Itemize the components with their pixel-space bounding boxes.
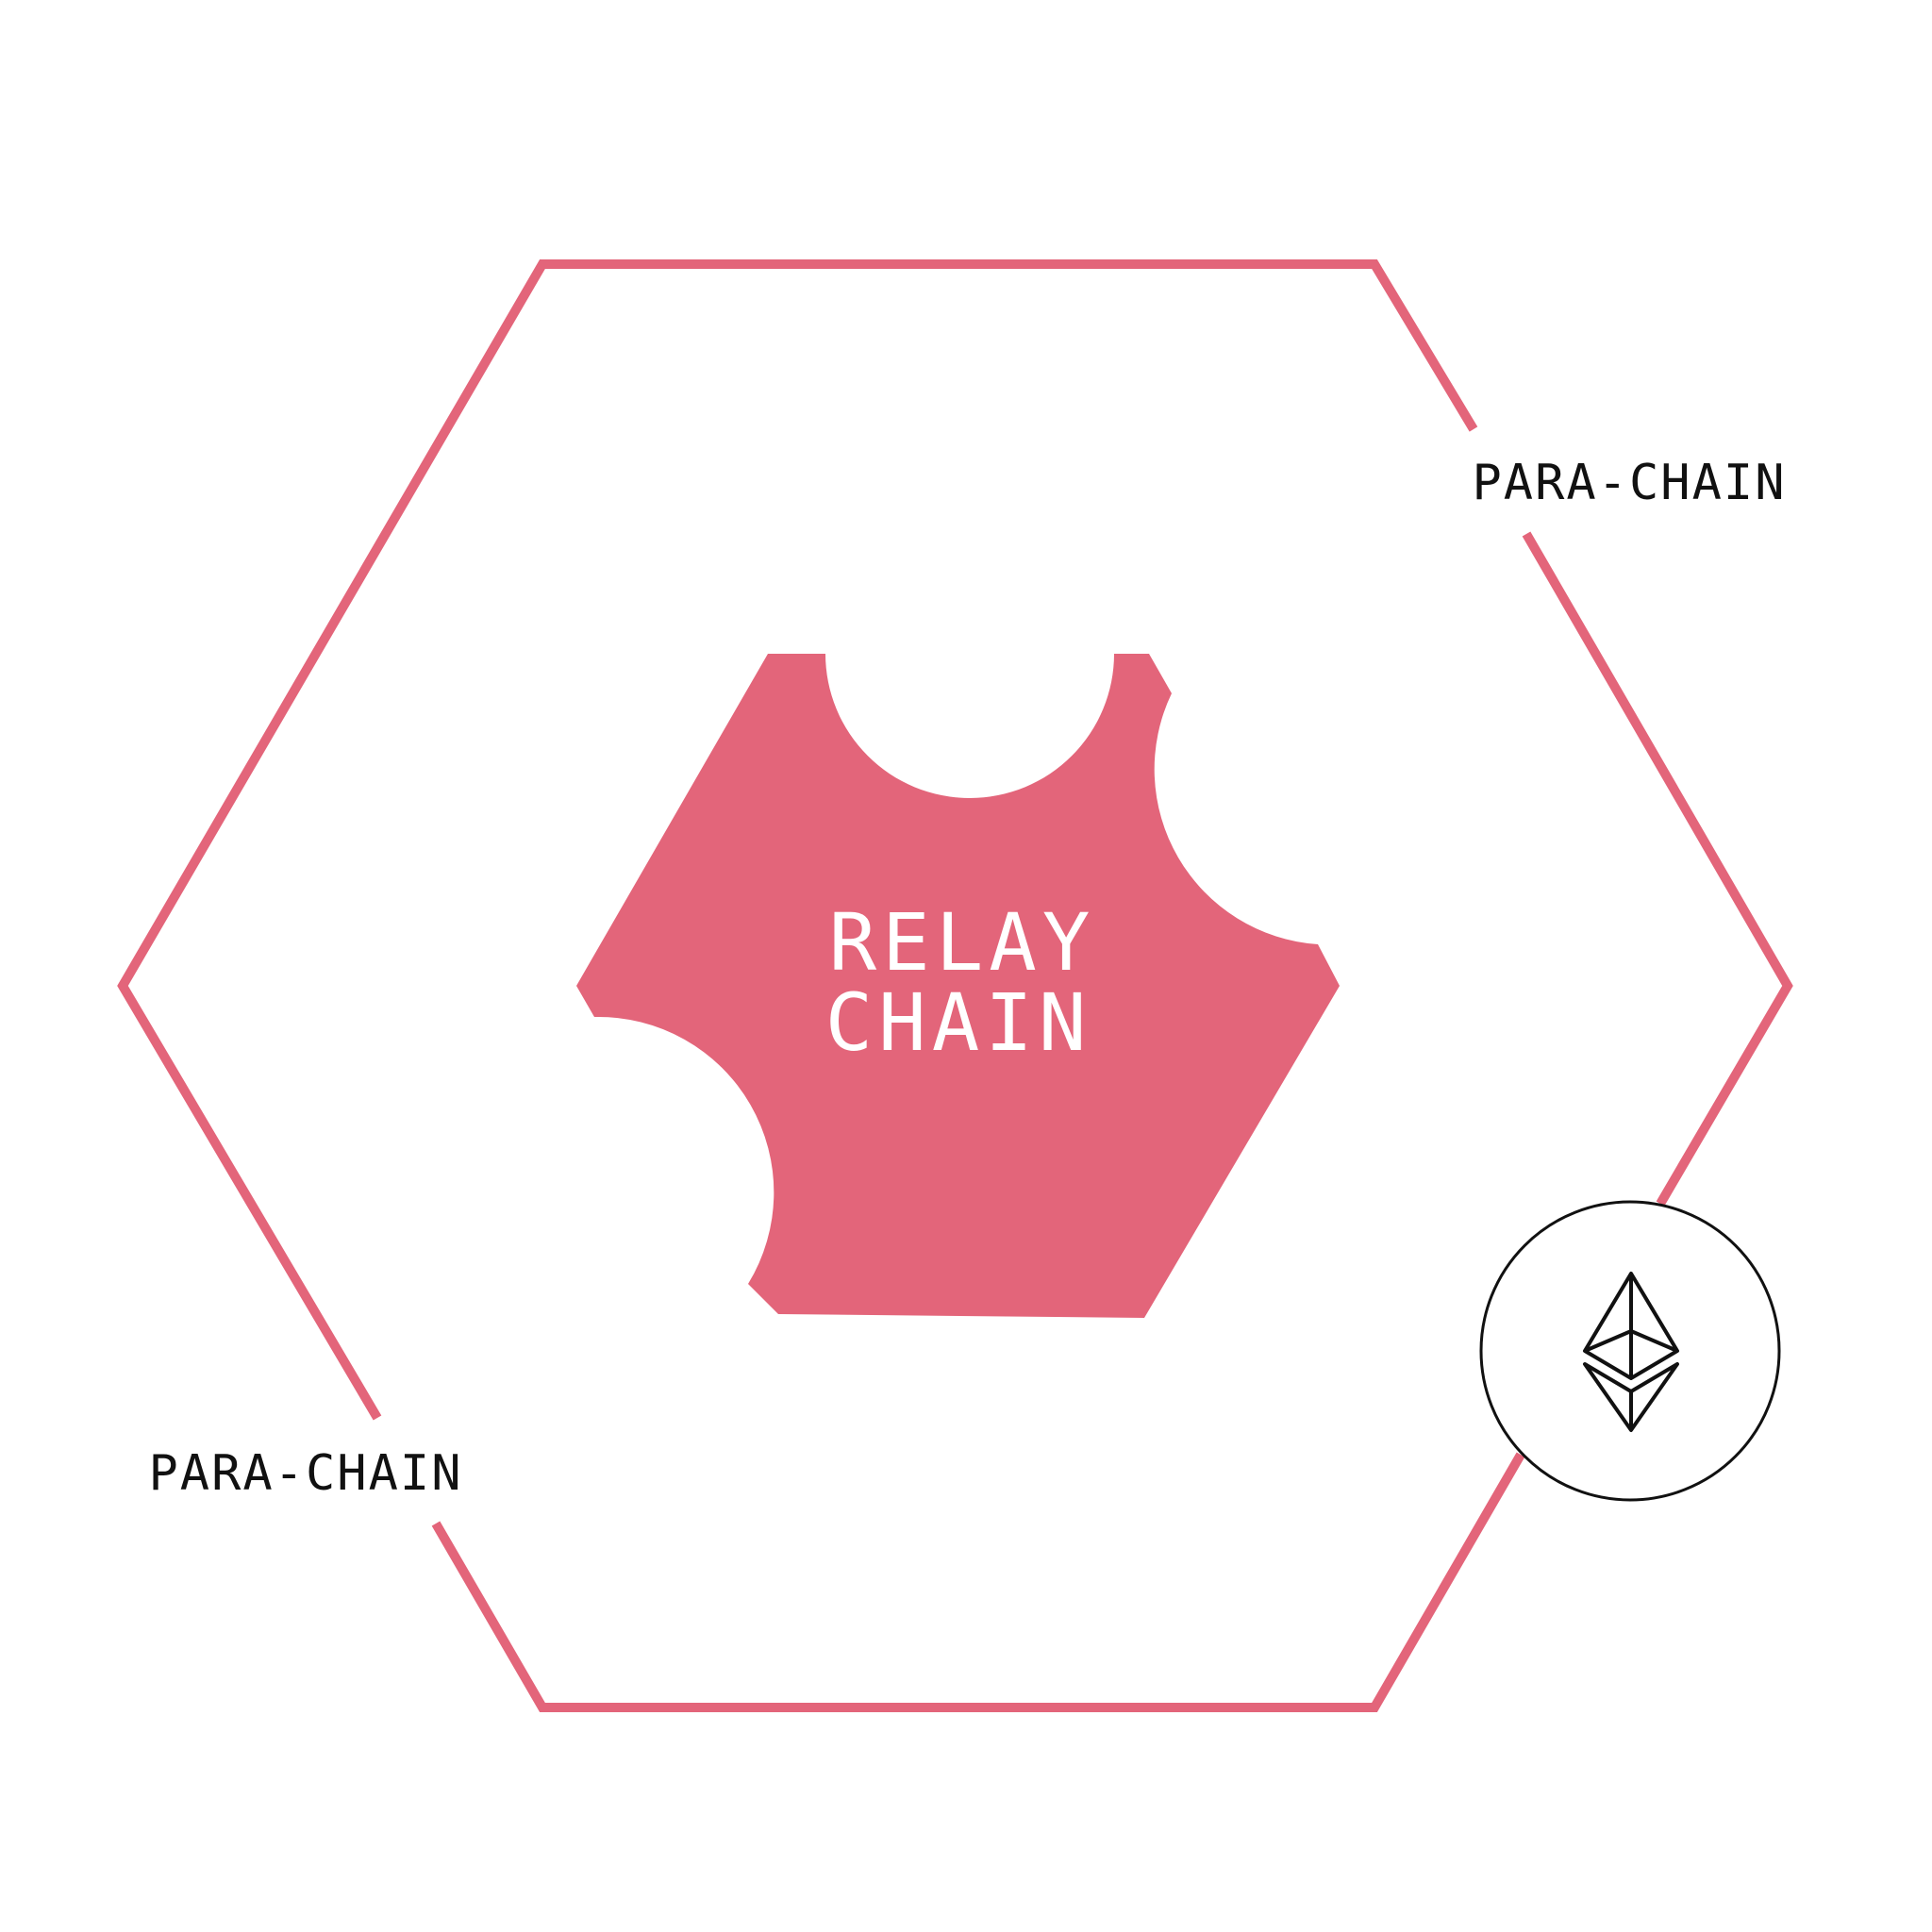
outer-hexagon-outline xyxy=(117,259,1793,1712)
relay-chain-title-line2: CHAIN xyxy=(825,976,1092,1069)
relay-chain-title-line1: RELAY xyxy=(829,896,1096,989)
relay-chain-shape xyxy=(576,654,1340,1318)
ethereum-node xyxy=(1479,1200,1781,1502)
outer-hexagon-lower-segment xyxy=(431,1452,1525,1712)
parachain-label-bottom: PARA-CHAIN xyxy=(148,1445,462,1502)
ethereum-icon xyxy=(1583,1272,1679,1432)
parachain-label-top: PARA-CHAIN xyxy=(1472,455,1786,511)
outer-hexagon-right-segment xyxy=(1522,531,1793,1207)
outer-hexagon-upper-segment xyxy=(117,259,1478,1421)
